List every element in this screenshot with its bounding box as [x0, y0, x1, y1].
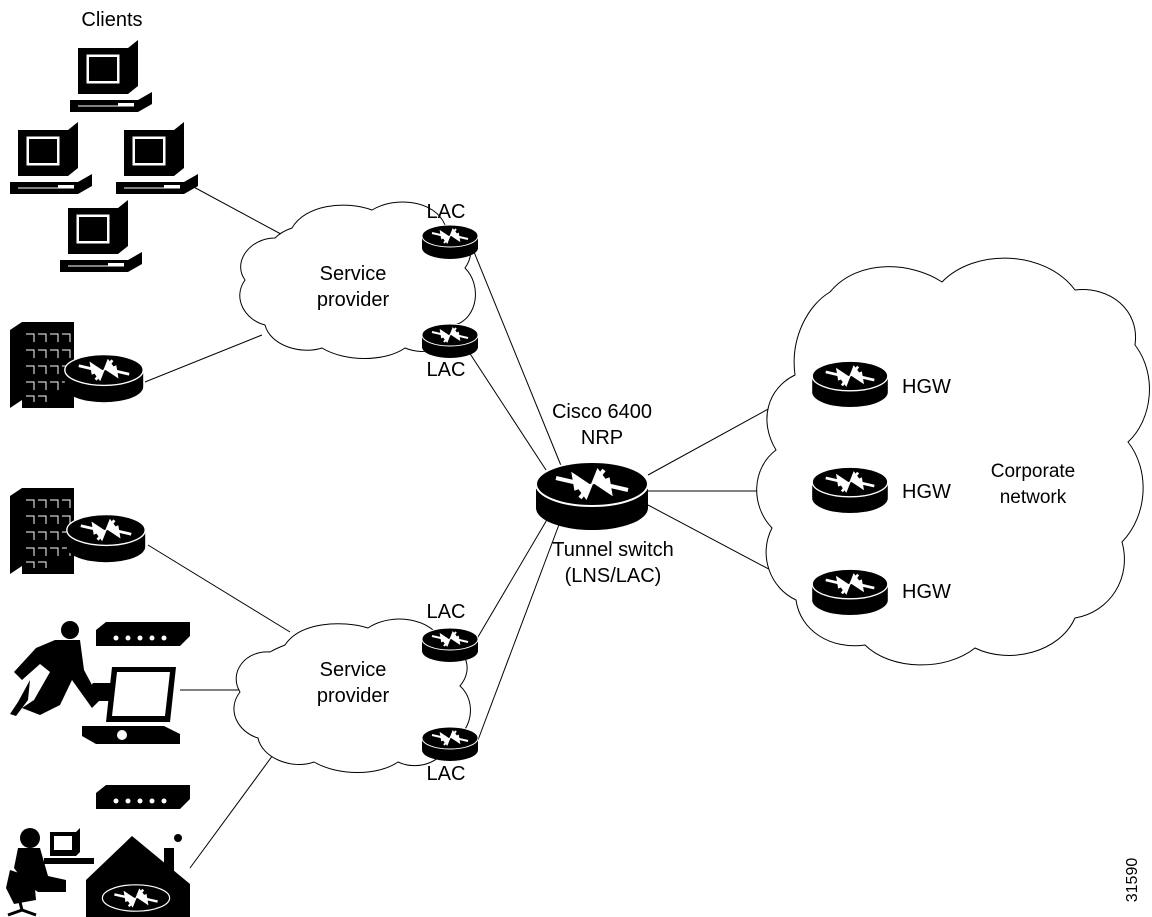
nrp-title-line1: Cisco 6400 [552, 401, 652, 423]
building-router-icon [9, 487, 147, 575]
clients-label: Clients [81, 9, 142, 31]
lac-router-1: LAC [421, 201, 479, 260]
hgw-router-1: HGW [810, 359, 951, 409]
lac-label: LAC [427, 601, 466, 623]
lac-label: LAC [427, 359, 466, 381]
building-router-icon [9, 321, 145, 409]
hgw-label: HGW [902, 376, 951, 398]
hgw-router-3: HGW [810, 567, 951, 617]
service-provider-cloud-top [239, 201, 476, 359]
hgw-router-2: HGW [810, 465, 951, 515]
service-provider-label-line2: provider [317, 685, 390, 707]
lac-label: LAC [427, 763, 466, 785]
corporate-network-cloud [756, 257, 1150, 666]
desktop-computer-icon [59, 199, 143, 273]
mobile-user-laptop-icon [10, 621, 180, 744]
figure-id: 31590 [1124, 858, 1141, 903]
modem-icon [96, 622, 190, 646]
service-provider-label-line2: provider [317, 289, 390, 311]
hgw-label: HGW [902, 581, 951, 603]
lac-router-3: LAC [421, 601, 479, 663]
lac-router-4: LAC [421, 726, 479, 785]
desktop-computer-icon [69, 39, 153, 113]
service-provider-cloud-bottom [233, 618, 471, 773]
service-provider-label-line1: Service [320, 659, 387, 681]
large-router-icon [534, 460, 650, 532]
nrp-title-line2: NRP [581, 427, 623, 449]
hgw-label: HGW [902, 481, 951, 503]
corporate-network-label-line1: Corporate [991, 461, 1076, 482]
desktop-computer-icon [9, 121, 93, 195]
service-provider-label-line1: Service [320, 263, 387, 285]
home-office-user-icon [6, 828, 190, 917]
lac-router-2: LAC [421, 323, 479, 381]
desktop-computer-icon [115, 121, 199, 195]
lac-label: LAC [427, 201, 466, 223]
modem-icon [96, 785, 190, 809]
corporate-network-label-line2: network [1000, 487, 1067, 508]
nrp-role-line2: (LNS/LAC) [565, 565, 662, 587]
nrp-role-line1: Tunnel switch [552, 539, 674, 561]
